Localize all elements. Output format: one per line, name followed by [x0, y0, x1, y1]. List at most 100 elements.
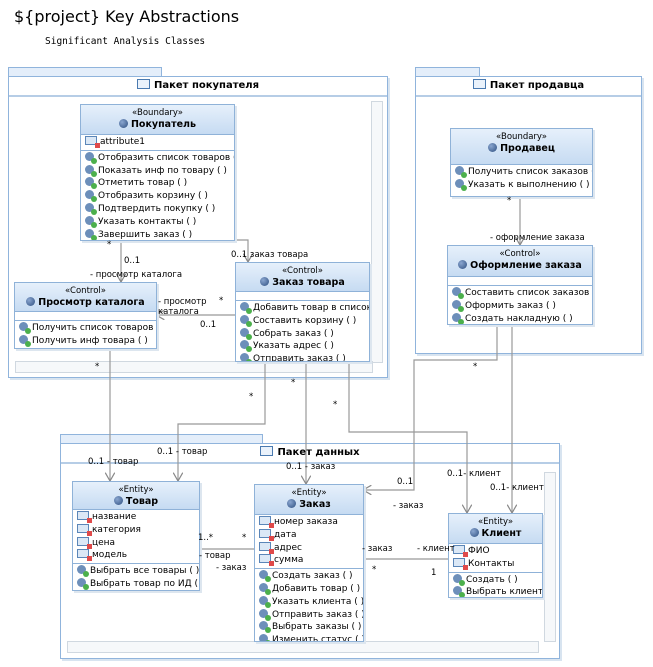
operation[interactable]: Завершить заказ ( ) — [81, 228, 234, 240]
operation[interactable]: Создать заказ ( ) — [255, 570, 363, 583]
operation[interactable]: Составить список заказов ( ) — [448, 287, 592, 300]
operation-label: Оформить заказ ( ) — [465, 300, 556, 311]
package-tab — [8, 67, 162, 77]
attribute-icon — [85, 136, 100, 148]
operations-compartment: Добавить товар в список ( )Составить кор… — [236, 301, 369, 362]
attribute[interactable]: номер заказа — [255, 516, 363, 529]
association-label: - заказ — [362, 544, 393, 554]
operation-icon — [85, 177, 97, 190]
package-header: Пакет покупателя — [9, 77, 387, 97]
operation[interactable]: Создать ( ) — [449, 573, 542, 587]
association-label: 0..1 — [397, 477, 414, 487]
horizontal-scrollbar[interactable] — [15, 361, 373, 373]
attribute[interactable]: модель — [73, 549, 199, 562]
operation[interactable]: Добавить товар в список ( ) — [236, 302, 369, 315]
attributes-compartment — [448, 277, 592, 286]
association-label: 0..1- клиент — [447, 469, 501, 479]
class-name: Клиент — [481, 528, 522, 539]
operation[interactable]: Получить список заказов ( ) — [451, 166, 592, 179]
association-label: 0..1- клиент — [490, 483, 544, 493]
vertical-scrollbar[interactable] — [371, 101, 383, 363]
operation[interactable]: Отметить товар ( ) — [81, 177, 234, 190]
operation[interactable]: Подтвердить покупку ( ) — [81, 202, 234, 216]
operation[interactable]: Отобразить список товаров ( ) — [81, 151, 234, 165]
attribute[interactable]: ФИО — [449, 545, 542, 558]
operation[interactable]: Получить инф товара ( ) — [15, 334, 156, 348]
attribute[interactable]: дата — [255, 528, 363, 542]
boundary-icon — [488, 143, 498, 152]
operation-label: Выбрать товар по ИД ( ) — [90, 578, 200, 589]
attribute[interactable]: адрес — [255, 541, 363, 555]
operation[interactable]: Показать инф по товару ( ) — [81, 164, 234, 178]
attribute[interactable]: сумма — [255, 554, 363, 567]
operation-icon — [453, 586, 465, 597]
attributes-compartment: attribute1 — [81, 135, 234, 151]
operation-label: Отобразить корзину ( ) — [98, 191, 208, 202]
stereotype: «Boundary» — [495, 132, 548, 142]
operation[interactable]: Оформить заказ ( ) — [448, 299, 592, 313]
operation-icon — [240, 353, 252, 361]
stereotype: «Entity» — [477, 517, 514, 527]
stereotype: «Control» — [499, 249, 541, 259]
assoc-pokupatel-zakaz-tovara — [232, 239, 248, 262]
operation[interactable]: Выбрать все товары ( ) — [73, 565, 199, 578]
attribute-icon — [77, 523, 92, 536]
attribute[interactable]: категория — [73, 523, 199, 537]
operation[interactable]: Указать к выполнению ( ) — [451, 178, 592, 192]
operation[interactable]: Указать адрес ( ) — [236, 340, 369, 353]
association-label: * — [107, 240, 112, 250]
attribute-label: attribute1 — [100, 137, 145, 147]
operation-label: Отправить заказ ( ) — [253, 354, 346, 362]
vertical-scrollbar[interactable] — [544, 472, 556, 642]
diagram-subtitle: Significant Analysis Classes — [45, 36, 206, 47]
association-label: * — [249, 392, 254, 402]
package-header: Пакет данных — [61, 444, 559, 464]
attribute-label: Контакты — [468, 558, 515, 569]
association-label: 0..1 - товар — [88, 457, 139, 467]
operation[interactable]: Выбрать заказы ( ) — [255, 621, 363, 634]
attribute[interactable]: цена — [73, 536, 199, 550]
operation[interactable]: Выбрать товар по ИД ( ) — [73, 577, 200, 590]
association-label: 0..1 - товар — [157, 447, 208, 457]
operation[interactable]: Собрать заказ ( ) — [236, 327, 369, 341]
attribute[interactable]: название — [73, 511, 199, 524]
operation[interactable]: Указать контакты ( ) — [81, 215, 234, 229]
stereotype: «Control» — [282, 266, 323, 276]
operation[interactable]: Отправить заказ ( ) — [255, 608, 363, 622]
class-header: «Control» Заказ товара — [236, 263, 369, 292]
operation[interactable]: Отправить заказ ( ) — [236, 353, 369, 362]
operation[interactable]: Указать клиента ( ) — [255, 595, 363, 609]
operation-icon — [85, 215, 97, 228]
attribute[interactable]: attribute1 — [81, 136, 234, 149]
operation-icon — [259, 608, 271, 621]
operation[interactable]: Отобразить корзину ( ) — [81, 190, 234, 203]
operation[interactable]: Выбрать клиента — [449, 586, 542, 597]
operation[interactable]: Изменить статус ( ) — [255, 634, 363, 641]
package-name: Пакет покупателя — [153, 80, 260, 91]
operation[interactable]: Получить список товаров — [15, 322, 156, 335]
association-label: - клиент — [417, 544, 455, 554]
operation-icon — [85, 151, 97, 164]
association-label: * — [242, 533, 247, 543]
operation[interactable]: Составить корзину ( ) — [236, 314, 369, 328]
operation-icon — [259, 595, 271, 608]
attribute-icon — [259, 528, 274, 541]
operation[interactable]: Создать накладную ( ) — [448, 312, 592, 324]
operations-compartment: Получить список заказов ( )Указать к вып… — [451, 165, 592, 192]
package-tab — [415, 67, 480, 77]
attribute-label: ФИО — [468, 546, 490, 556]
operation-label: Отметить товар ( ) — [98, 178, 188, 189]
attribute[interactable]: Контакты — [449, 557, 542, 571]
operation[interactable]: Добавить товар ( ) — [255, 582, 363, 596]
